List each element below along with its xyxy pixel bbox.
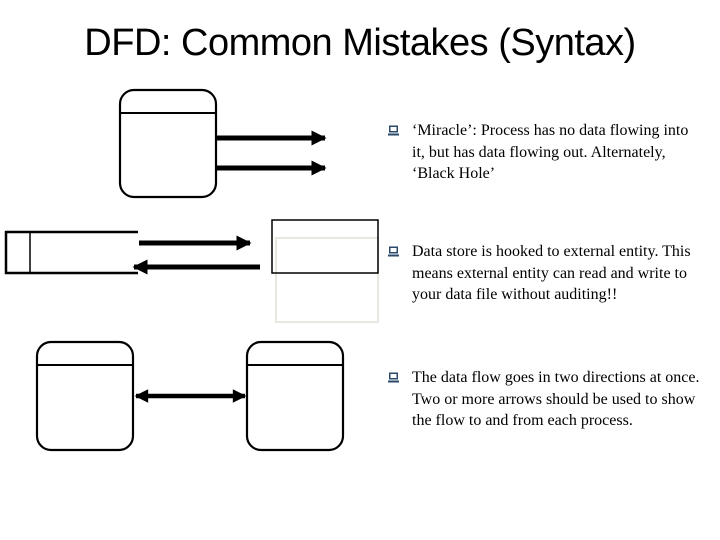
computer-bullet-icon — [388, 125, 399, 136]
bullet-text: The data flow goes in two directions at … — [412, 369, 700, 429]
bullet-text: Data store is hooked to external entity.… — [412, 243, 691, 303]
process-right — [245, 340, 345, 452]
faint-placeholder-box — [275, 237, 379, 323]
bullet-text: ‘Miracle’: Process has no data flowing i… — [412, 122, 689, 182]
computer-bullet-icon — [388, 246, 399, 257]
external-entity-store-shape — [4, 230, 138, 275]
computer-bullet-icon — [388, 372, 399, 383]
process-left — [35, 340, 135, 452]
slide-title: DFD: Common Mistakes (Syntax) — [84, 22, 636, 64]
miracle-process — [118, 88, 218, 199]
external-entity-box — [271, 219, 379, 274]
